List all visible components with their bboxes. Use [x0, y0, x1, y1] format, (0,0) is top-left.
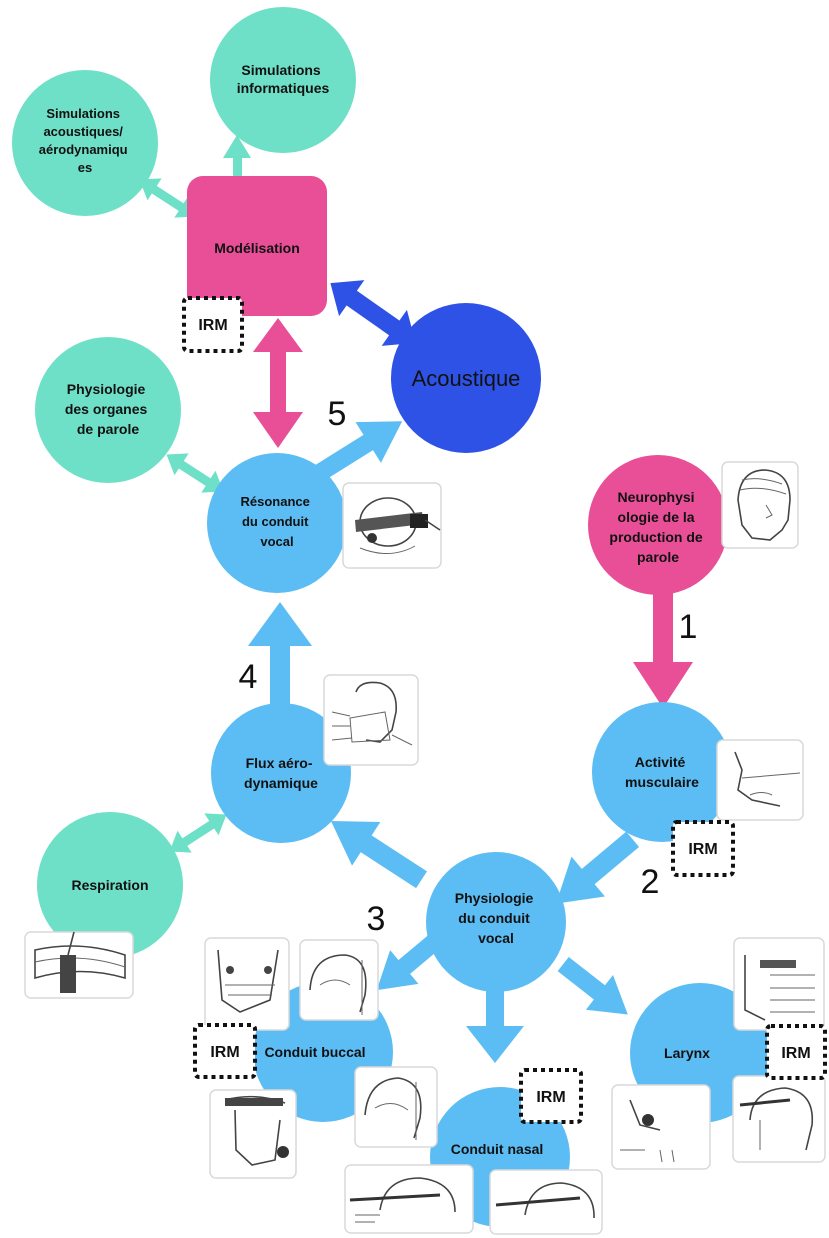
respiration-belt-icon: [24, 931, 134, 999]
svg-text:IRM: IRM: [198, 317, 227, 334]
arrow-modelisation-resonance: [253, 318, 303, 448]
node-physiologie-conduit: Physiologie du conduit vocal: [426, 852, 566, 992]
vocal-tract-section-icon: [204, 937, 290, 1031]
irm-badge: IRM: [193, 1023, 257, 1079]
node-shape: [426, 852, 566, 992]
node-label: Neurophysi ologie de la production de pa…: [609, 489, 706, 565]
node-respiration: Respiration: [37, 812, 183, 958]
airflow-mask-sketch-icon: [323, 674, 419, 766]
nasal-probe-sketch-icon: [344, 1164, 474, 1234]
step-number-5: 5: [328, 395, 347, 433]
step-number-3: 3: [367, 900, 386, 938]
head-with-helmet-sensor-icon: [342, 482, 442, 569]
node-shape: [391, 303, 541, 453]
node-label: Respiration: [71, 877, 148, 893]
arrow-flux-resonance: [248, 602, 312, 715]
arrow-activite-physio: [556, 831, 640, 904]
node-label: Activité musculaire: [625, 754, 699, 790]
node-shape: [592, 702, 732, 842]
node-shape: [210, 7, 356, 153]
nasal-probe-sketch-icon: [489, 1169, 603, 1235]
arrow-physio-nasal: [466, 990, 524, 1063]
node-label: Flux aéro- dynamique: [244, 755, 318, 791]
light-blue-arrows: [248, 421, 640, 1063]
throat-sensor-sketch-icon: [611, 1084, 711, 1170]
node-label: Physiologie du conduit vocal: [455, 890, 537, 946]
arrow-resonance-acoustique: [314, 421, 403, 481]
node-label: Physiologie des organes de parole: [65, 381, 151, 437]
step-number-1: 1: [679, 608, 698, 646]
node-neurophysiologie: Neurophysi ologie de la production de pa…: [588, 455, 728, 595]
face-profile-sketch-icon: [721, 461, 799, 549]
node-shape: [37, 812, 183, 958]
vocal-tract-profile-icon: [354, 1066, 438, 1148]
node-simulations-acoustiques: Simulations acoustiques/ aérodynamiqu es: [12, 70, 158, 216]
vocal-tract-profile-icon: [299, 939, 379, 1021]
node-shape: [207, 453, 347, 593]
irm-badge: IRM: [182, 296, 244, 353]
node-shape: [211, 703, 351, 843]
node-label: Résonance du conduit vocal: [241, 494, 314, 549]
arrow-physio-flux: [330, 820, 427, 889]
node-label: Simulations acoustiques/ aérodynamiqu es: [39, 106, 131, 175]
step-number-2: 2: [641, 863, 660, 901]
svg-text:IRM: IRM: [536, 1089, 565, 1106]
conduit-buccal-label: Conduit buccal: [264, 1044, 365, 1060]
node-label: Acoustique: [412, 366, 521, 391]
svg-text:IRM: IRM: [688, 841, 717, 858]
node-acoustique: Acoustique: [391, 303, 541, 453]
node-label: Simulations informatiques: [237, 62, 330, 96]
node-shape: [187, 176, 327, 316]
mouth-sensor-sketch-icon: [716, 739, 804, 821]
conduit-nasal-label: Conduit nasal: [451, 1141, 544, 1157]
head-helmet-face-icon: [209, 1089, 297, 1179]
vocal-tract-profile-icon: [732, 1075, 826, 1163]
arrow-respiration-flux: [169, 813, 227, 853]
node-activite: Activité musculaire: [592, 702, 732, 842]
larynx-diagram-icon: [733, 937, 825, 1031]
node-simulations-informatiques: Simulations informatiques: [210, 7, 356, 153]
irm-badge: IRM: [671, 820, 735, 877]
arrow-neuro-activite: [633, 590, 693, 708]
irm-badge: IRM: [765, 1024, 827, 1080]
svg-text:IRM: IRM: [210, 1044, 239, 1061]
svg-text:IRM: IRM: [781, 1045, 810, 1062]
node-flux: Flux aéro- dynamique: [211, 703, 351, 843]
arrow-physio-larynx: [557, 956, 628, 1015]
node-label: Modélisation: [214, 240, 300, 256]
node-modelisation: Modélisation: [187, 176, 327, 316]
node-shape: [35, 337, 181, 483]
node-shape: [588, 455, 728, 595]
larynx-label: Larynx: [664, 1045, 710, 1061]
node-physiologie-organes: Physiologie des organes de parole: [35, 337, 181, 483]
node-resonance: Résonance du conduit vocal: [207, 453, 347, 593]
node-shape: [12, 70, 158, 216]
irm-badge: IRM: [519, 1068, 583, 1124]
step-number-4: 4: [239, 658, 258, 696]
